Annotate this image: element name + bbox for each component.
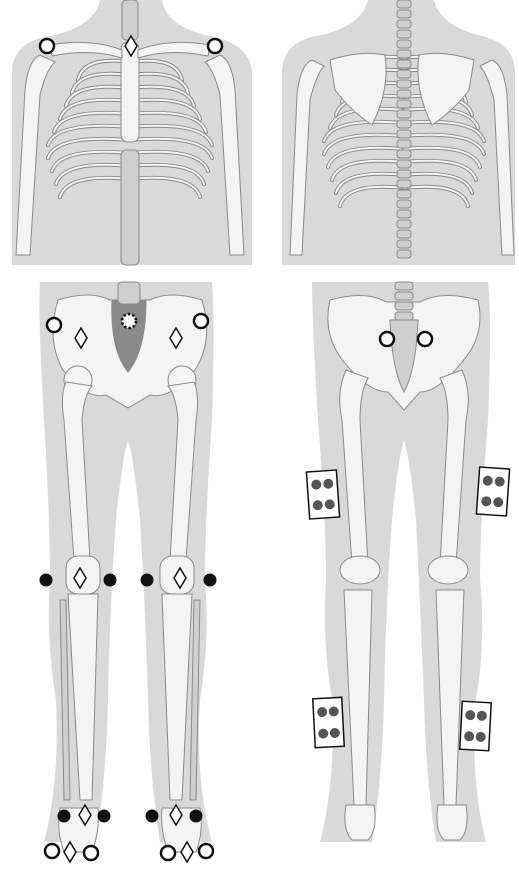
vertebra bbox=[397, 210, 411, 218]
marker-open-circle bbox=[380, 332, 394, 346]
vertebra bbox=[397, 150, 411, 158]
vertebra bbox=[397, 50, 411, 58]
vertebra bbox=[397, 0, 411, 8]
marker-filled-circle bbox=[40, 574, 52, 586]
vertebra bbox=[397, 240, 411, 248]
marker-open-circle bbox=[418, 332, 432, 346]
vertebra bbox=[397, 30, 411, 38]
marker-open-circle bbox=[208, 39, 222, 53]
vertebra bbox=[397, 160, 411, 168]
spine-lower-front bbox=[121, 150, 139, 265]
vertebra bbox=[397, 180, 411, 188]
vertebra bbox=[397, 170, 411, 178]
vertebra bbox=[397, 80, 411, 88]
vertebra bbox=[395, 302, 413, 310]
femoral-condyle-left bbox=[340, 556, 380, 584]
lumbar-spine-front bbox=[118, 282, 140, 304]
vertebra bbox=[397, 250, 411, 258]
marker-filled-circle bbox=[104, 574, 116, 586]
marker-sensor-cluster bbox=[460, 701, 491, 750]
panel-posterior-thorax bbox=[282, 0, 515, 265]
vertebra bbox=[397, 110, 411, 118]
vertebra bbox=[395, 282, 413, 290]
panel-posterior-pelvis-legs bbox=[312, 282, 490, 842]
sensor-plate bbox=[460, 701, 491, 750]
marker-sensor-cluster bbox=[306, 470, 339, 519]
vertebra bbox=[397, 200, 411, 208]
marker-sensor-cluster bbox=[313, 697, 345, 747]
vertebra bbox=[397, 230, 411, 238]
marker-filled-circle bbox=[146, 810, 158, 822]
marker-open-circle bbox=[45, 844, 59, 858]
marker-filled-circle bbox=[98, 810, 110, 822]
marker-open-circle bbox=[40, 39, 54, 53]
sensor-plate bbox=[476, 467, 509, 516]
vertebra bbox=[397, 20, 411, 28]
marker-open-circle bbox=[47, 318, 61, 332]
marker-sensor-cluster bbox=[476, 467, 509, 516]
marker-open-circle bbox=[161, 846, 175, 860]
spine-upper-front bbox=[122, 0, 138, 40]
vertebra bbox=[397, 70, 411, 78]
marker-filled-circle bbox=[190, 810, 202, 822]
marker-filled-circle bbox=[204, 574, 216, 586]
femoral-condyle-right bbox=[428, 556, 468, 584]
vertebra bbox=[397, 10, 411, 18]
vertebra bbox=[397, 100, 411, 108]
vertebra bbox=[397, 40, 411, 48]
vertebra bbox=[397, 130, 411, 138]
sternum bbox=[121, 42, 139, 142]
vertebra bbox=[397, 60, 411, 68]
heel-left bbox=[345, 805, 375, 840]
vertebra bbox=[395, 292, 413, 300]
vertebra bbox=[397, 90, 411, 98]
vertebra bbox=[397, 140, 411, 148]
vertebra bbox=[397, 220, 411, 228]
marker-filled-circle bbox=[141, 574, 153, 586]
marker-open-circle bbox=[84, 846, 98, 860]
marker-filled-circle bbox=[58, 810, 70, 822]
sensor-plate bbox=[313, 697, 345, 747]
vertebra bbox=[395, 312, 413, 320]
heel-right bbox=[437, 805, 467, 840]
marker-dashed-circle bbox=[122, 314, 136, 328]
vertebra bbox=[397, 190, 411, 198]
marker-open-circle bbox=[199, 844, 213, 858]
marker-open-circle bbox=[194, 314, 208, 328]
vertebra bbox=[397, 120, 411, 128]
panel-anterior-pelvis-legs bbox=[40, 282, 214, 852]
sensor-plate bbox=[306, 470, 339, 519]
